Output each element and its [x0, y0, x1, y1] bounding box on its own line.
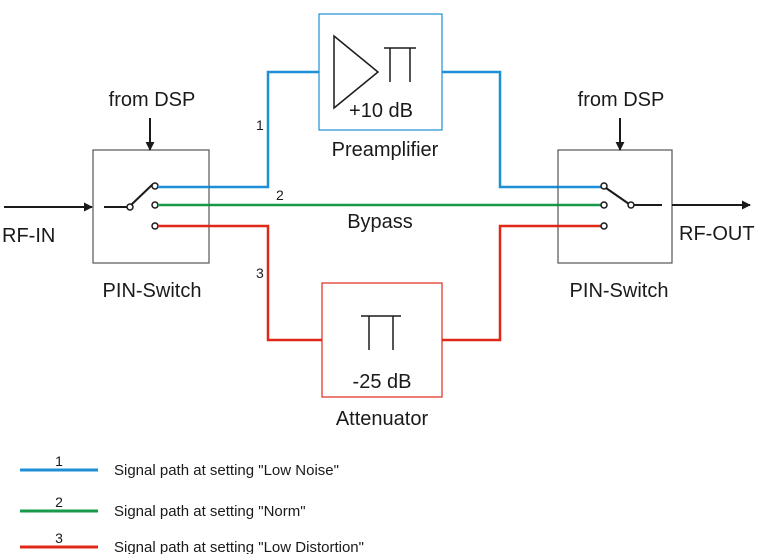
- attenuator-value-label: -25 dB: [353, 371, 412, 393]
- right-switch-label: PIN-Switch: [570, 280, 669, 302]
- spdt-switch-icon: [104, 182, 209, 230]
- signal-path-1-low-noise: [165, 70, 602, 189]
- pi-network-icon: [384, 47, 416, 82]
- legend-item-3: 3 Signal path at setting "Low Distortion…: [20, 530, 364, 554]
- signal-path-3-low-distortion: [165, 224, 602, 342]
- path-3-number: 3: [256, 265, 264, 281]
- legend-number-3: 3: [55, 530, 63, 546]
- bypass-label: Bypass: [347, 211, 413, 233]
- path-2-number: 2: [276, 187, 284, 203]
- legend-text-2: Signal path at setting "Norm": [114, 503, 306, 520]
- attenuator-label: Attenuator: [336, 408, 429, 430]
- legend-number-2: 2: [55, 494, 63, 510]
- legend-text-1: Signal path at setting "Low Noise": [114, 462, 339, 479]
- legend-number-1: 1: [55, 453, 63, 469]
- preamplifier-block: +10 dB: [318, 13, 443, 131]
- rf-out-label: RF-OUT: [679, 223, 755, 245]
- legend: 1 Signal path at setting "Low Noise" 2 S…: [20, 453, 364, 554]
- left-from-dsp-label: from DSP: [109, 89, 196, 111]
- attenuator-block: -25 dB: [321, 282, 443, 398]
- path-1-number: 1: [256, 117, 264, 133]
- amplifier-triangle-icon: [333, 34, 380, 110]
- legend-item-2: 2 Signal path at setting "Norm": [20, 494, 306, 520]
- left-pin-switch: [92, 149, 210, 264]
- preamplifier-label: Preamplifier: [332, 139, 439, 161]
- spdt-switch-icon: [558, 182, 662, 230]
- right-pin-switch: [557, 149, 673, 264]
- preamp-gain-label: +10 dB: [349, 100, 413, 122]
- left-switch-label: PIN-Switch: [103, 280, 202, 302]
- legend-text-3: Signal path at setting "Low Distortion": [114, 539, 364, 554]
- pi-network-icon: [361, 315, 401, 350]
- legend-item-1: 1 Signal path at setting "Low Noise": [20, 453, 339, 479]
- rf-in-label: RF-IN: [2, 225, 55, 247]
- right-from-dsp-label: from DSP: [578, 89, 665, 111]
